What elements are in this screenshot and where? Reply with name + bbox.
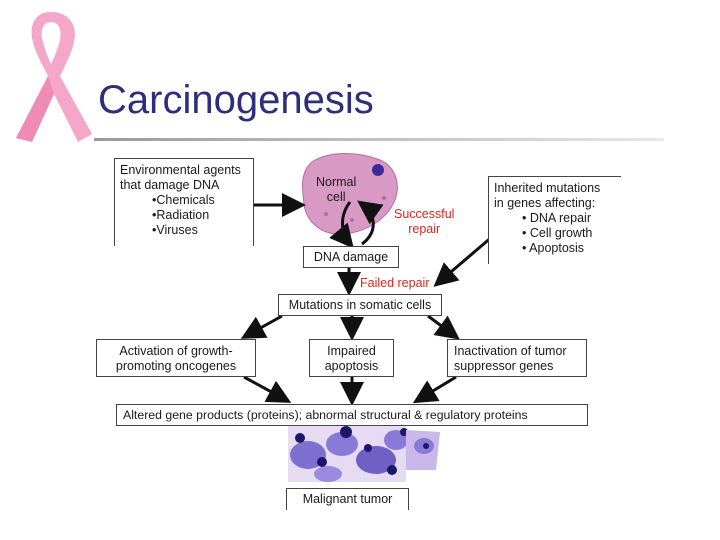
failed-repair-label: Failed repair: [360, 276, 430, 290]
arrow-activation-to-altered: [243, 375, 292, 403]
malignant-tumor-box: Malignant tumor: [286, 488, 409, 510]
environmental-agents-box: Environmental agents that damage DNA •Ch…: [114, 158, 254, 246]
title-divider: [94, 138, 664, 141]
inherited-line-1: Inherited mutations: [494, 181, 601, 195]
impaired-line-2: apoptosis: [324, 359, 379, 373]
inherited-mutations-box: Inherited mutations in genes affecting: …: [488, 176, 621, 264]
inactivation-box: Inactivation of tumor suppressor genes: [447, 339, 587, 377]
mutations-box: Mutations in somatic cells: [278, 294, 442, 316]
successful-repair-line-2: repair: [408, 222, 441, 236]
altered-gene-products-label: Altered gene products (proteins); abnorm…: [123, 408, 528, 422]
env-item-chemicals: •Chemicals: [152, 193, 215, 207]
env-line-2: that damage DNA: [120, 178, 220, 192]
dna-damage-label: DNA damage: [313, 250, 389, 264]
inactivation-line-2: suppressor genes: [454, 359, 554, 373]
successful-repair-line-1: Successful: [394, 207, 455, 221]
arrow-cell-to-dna-damage: [329, 201, 354, 249]
dna-damage-box: DNA damage: [303, 246, 399, 268]
inherited-item-cell-growth: • Cell growth: [522, 226, 593, 240]
arrow-to-inactivation: [427, 314, 460, 340]
activation-line-2: promoting oncogenes: [115, 359, 237, 373]
inherited-item-dna-repair: • DNA repair: [522, 211, 591, 225]
normal-cell-label: Normal cell: [316, 175, 356, 205]
env-item-radiation: •Radiation: [152, 208, 210, 222]
altered-gene-products-box: Altered gene products (proteins); abnorm…: [116, 404, 588, 426]
inherited-item-apoptosis: • Apoptosis: [522, 241, 585, 255]
arrow-to-activation: [240, 314, 283, 339]
tumor-micrograph-illustration: [288, 426, 440, 482]
activation-line-1: Activation of growth-: [119, 344, 233, 358]
inactivation-line-1: Inactivation of tumor: [454, 344, 567, 358]
arrow-inactivation-to-altered: [412, 375, 457, 404]
normal-cell-line-2: cell: [326, 190, 346, 204]
pink-ribbon-icon: [16, 12, 92, 142]
malignant-tumor-label: Malignant tumor: [302, 492, 393, 506]
arrow-successful-repair: [357, 200, 384, 246]
normal-cell-line-1: Normal: [316, 175, 357, 189]
successful-repair-label: Successful repair: [394, 207, 454, 237]
env-item-viruses: •Viruses: [152, 223, 198, 237]
activation-box: Activation of growth- promoting oncogene…: [96, 339, 256, 377]
inherited-line-2: in genes affecting:: [494, 196, 596, 210]
env-line-1: Environmental agents: [120, 163, 241, 177]
impaired-line-1: Impaired: [327, 344, 376, 358]
mutations-label: Mutations in somatic cells: [288, 298, 432, 312]
page-title: Carcinogenesis: [98, 78, 374, 122]
impaired-apoptosis-box: Impaired apoptosis: [309, 339, 394, 377]
